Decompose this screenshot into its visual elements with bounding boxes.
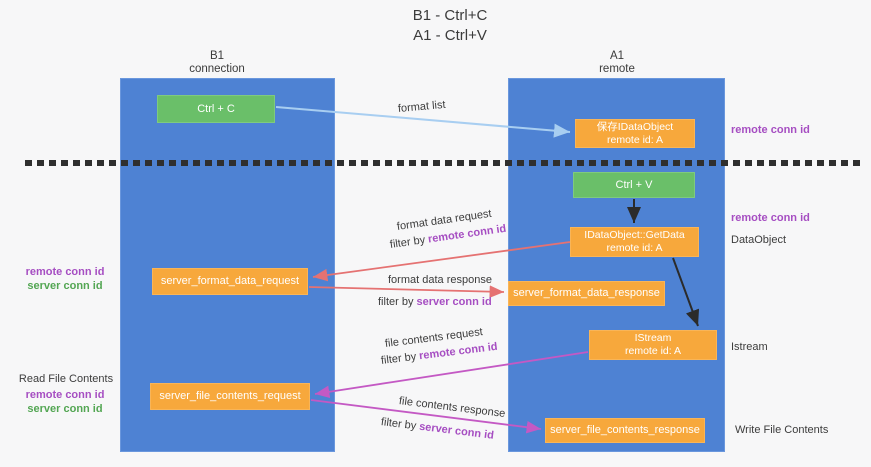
server-file-contents-response-box: server_file_contents_response <box>545 418 705 443</box>
filter-by-text-4: filter by <box>380 416 417 433</box>
column-b1-subtitle: connection <box>189 63 245 75</box>
save-idataobject-line1: 保存IDataObject <box>596 120 674 133</box>
title-line-a1: A1 - Ctrl+V <box>413 27 487 44</box>
server-conn-id-filter-1: server conn id <box>416 296 492 308</box>
column-header-a1: A1 remote <box>557 50 677 76</box>
left-remote-conn-id-file: remote conn id <box>25 389 105 401</box>
getdata-line1: IDataObject::GetData <box>584 229 685 241</box>
title-line-b1: B1 - Ctrl+C <box>412 7 488 24</box>
ctrl-v-box: Ctrl + V <box>573 172 695 198</box>
server-conn-id-filter-2: server conn id <box>418 420 495 442</box>
left-server-conn-id-format: server conn id <box>27 280 103 292</box>
dashed-divider <box>25 160 860 166</box>
diagram-title: B1 - Ctrl+C A1 - Ctrl+V <box>300 6 600 46</box>
format-data-response-label: format data response <box>388 274 492 286</box>
server-file-contents-response-label: server_file_contents_response <box>550 424 700 436</box>
istream-box: IStream remote id: A <box>589 330 717 360</box>
server-format-data-request-box: server_format_data_request <box>152 268 308 295</box>
server-format-data-response-label: server_format_data_response <box>513 287 660 299</box>
dataobject-label: DataObject <box>731 234 787 246</box>
getdata-line2: remote id: A <box>606 242 663 254</box>
save-idataobject-box: 保存IDataObject remote id: A <box>575 119 695 148</box>
format-data-response-arrow <box>308 285 505 298</box>
server-format-data-request-label: server_format_data_request <box>160 275 300 287</box>
server-format-data-response-box: server_format_data_response <box>508 281 665 306</box>
left-conn-id-labels-file: remote conn id server conn id <box>15 388 115 416</box>
column-a1-subtitle: remote <box>599 63 635 75</box>
istream-line2: remote id: A <box>624 345 682 357</box>
istream-side-label: Istream <box>731 341 768 353</box>
format-list-label: format list <box>397 98 447 115</box>
left-conn-id-labels-format: remote conn id server conn id <box>15 265 115 293</box>
server-file-contents-request-label: server_file_contents_request <box>159 390 301 402</box>
column-a1-name: A1 <box>609 50 625 62</box>
right-remote-conn-id-mid: remote conn id <box>731 212 810 224</box>
column-b1-name: B1 <box>209 50 225 62</box>
left-server-conn-id-file: server conn id <box>27 403 103 415</box>
ctrl-c-box: Ctrl + C <box>157 95 275 123</box>
left-remote-conn-id-format: remote conn id <box>25 266 105 278</box>
file-contents-response-label: file contents response <box>398 395 506 420</box>
filter-by-text-3: filter by <box>380 350 417 367</box>
idataobject-getdata-box: IDataObject::GetData remote id: A <box>570 227 699 257</box>
ctrl-c-label: Ctrl + C <box>197 102 235 115</box>
write-file-contents-label: Write File Contents <box>735 424 829 436</box>
filter-by-text-1: filter by <box>389 234 426 251</box>
right-remote-conn-id-top: remote conn id <box>731 124 810 136</box>
istream-line1: IStream <box>634 332 672 344</box>
server-file-contents-request-box: server_file_contents_request <box>150 383 310 410</box>
save-idataobject-line2: remote id: A <box>606 133 664 146</box>
column-header-b1: B1 connection <box>157 50 277 76</box>
read-file-contents-label: Read File Contents <box>18 373 114 385</box>
ctrl-v-label: Ctrl + V <box>615 178 653 191</box>
filter-by-text-2: filter by <box>378 296 414 308</box>
